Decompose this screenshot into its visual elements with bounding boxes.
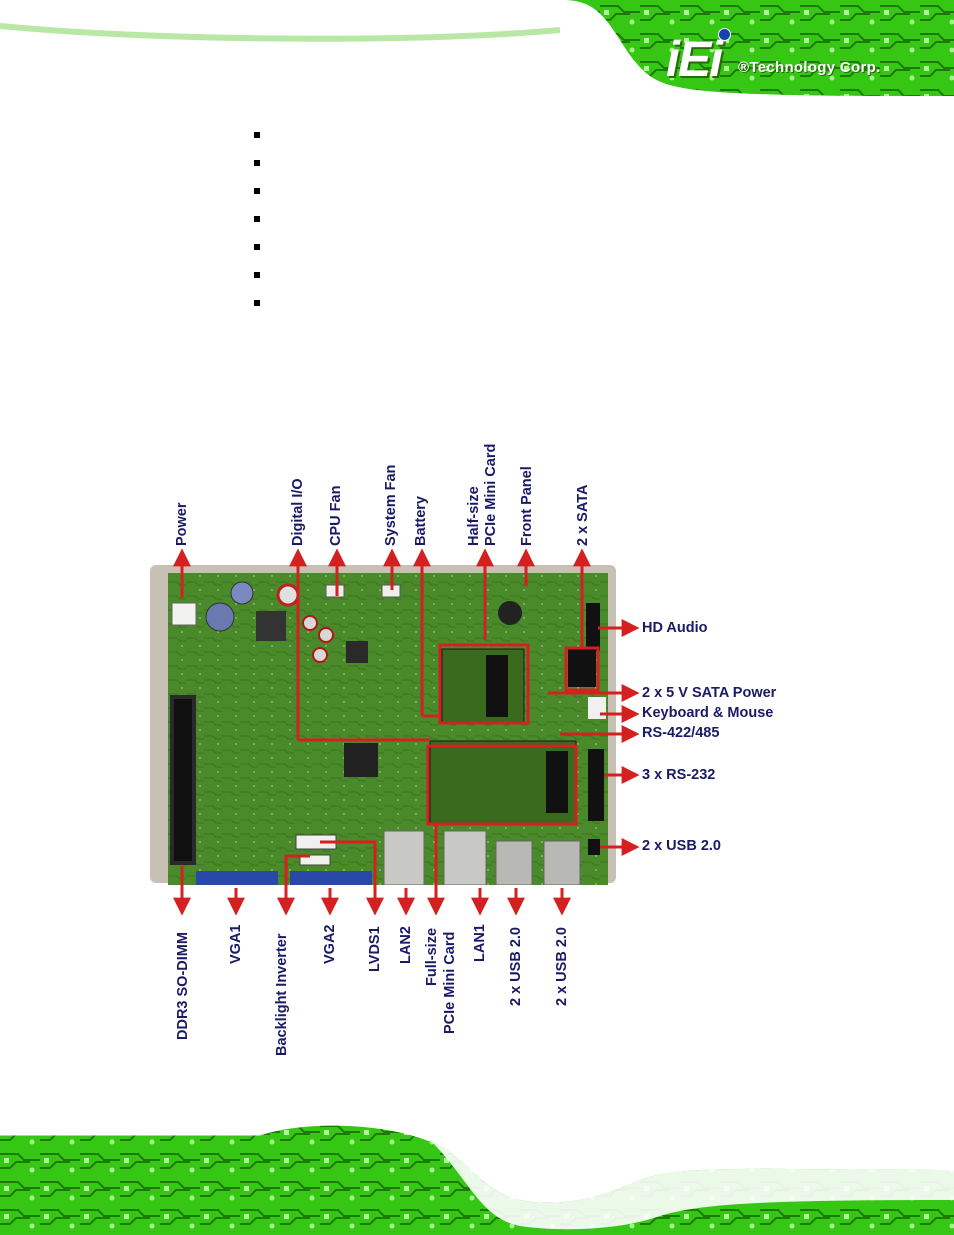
label-full-size-1: Full-size <box>424 927 440 986</box>
company-logo: iEi ®Technology Corp. <box>666 28 926 88</box>
label-sata: 2 x SATA <box>575 484 591 546</box>
label-rs232: 3 x RS-232 <box>642 767 716 783</box>
label-cpu-fan: CPU Fan <box>328 485 344 546</box>
label-vga1: VGA1 <box>228 924 244 965</box>
label-hd-audio: HD Audio <box>642 620 708 636</box>
label-digital-io: Digital I/O <box>290 478 306 546</box>
header-pcb-banner <box>0 0 954 112</box>
label-system-fan: System Fan <box>383 464 399 546</box>
bullet-list <box>254 132 260 328</box>
label-battery: Battery <box>413 496 429 546</box>
company-name: ®Technology Corp. <box>738 59 881 76</box>
chip <box>344 743 378 777</box>
logo-dot-icon <box>718 28 731 41</box>
label-lan2: LAN2 <box>398 926 414 964</box>
footer-pcb-banner <box>0 1122 954 1235</box>
label-keyboard-mouse: Keyboard & Mouse <box>642 705 774 721</box>
label-half-size-2: PCIe Mini Card <box>483 443 499 546</box>
bullet-marker <box>254 160 260 166</box>
bullet-marker <box>254 300 260 306</box>
label-front-panel: Front Panel <box>519 466 535 546</box>
bullet-marker <box>254 244 260 250</box>
bullet-marker <box>254 272 260 278</box>
bullet-marker <box>254 188 260 194</box>
label-usb-bottom-2: 2 x USB 2.0 <box>554 927 570 1006</box>
label-lan1: LAN1 <box>472 924 488 962</box>
label-full-size-2: PCIe Mini Card <box>442 931 458 1034</box>
bullet-marker <box>254 132 260 138</box>
label-sata-power: 2 x 5 V SATA Power <box>642 685 777 701</box>
label-usb-bottom-1: 2 x USB 2.0 <box>508 927 524 1006</box>
bullet-marker <box>254 216 260 222</box>
label-ddr3: DDR3 SO-DIMM <box>175 932 191 1040</box>
label-lvds1: LVDS1 <box>367 926 383 972</box>
label-vga2: VGA2 <box>322 924 338 965</box>
label-power: Power <box>174 502 190 546</box>
label-usb-right: 2 x USB 2.0 <box>642 838 721 854</box>
label-backlight: Backlight Inverter <box>274 933 290 1057</box>
label-half-size-1: Half-size <box>466 486 482 546</box>
label-rs422: RS-422/485 <box>642 725 720 741</box>
logo-iei-text: iEi <box>666 31 723 87</box>
